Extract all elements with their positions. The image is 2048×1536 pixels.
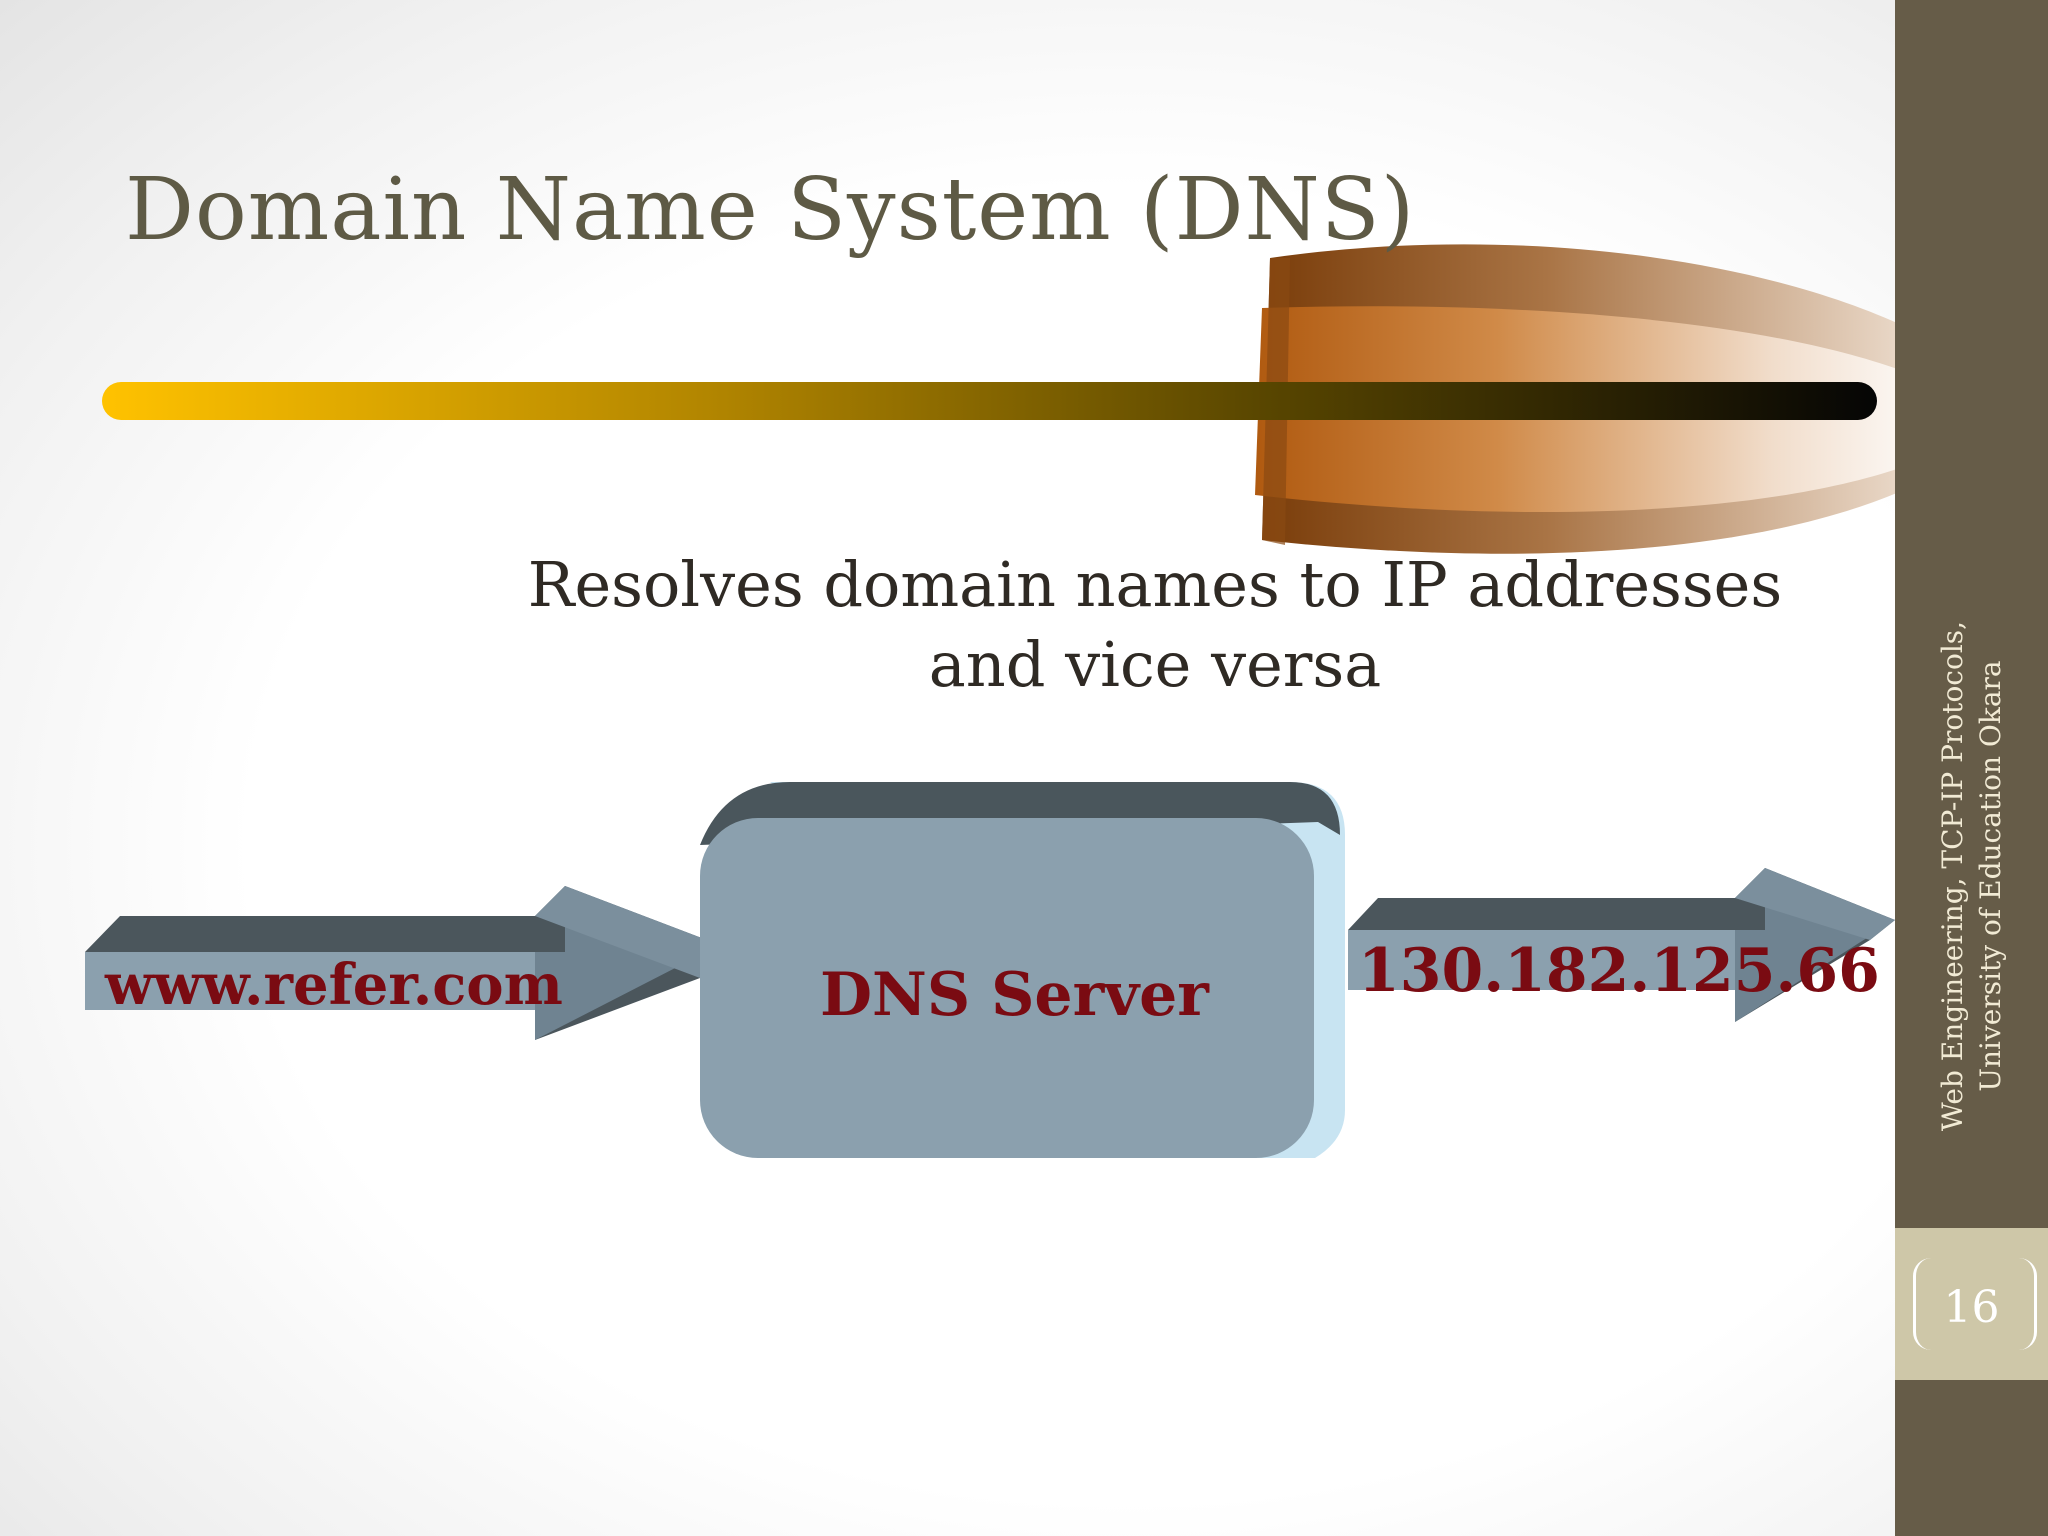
sidebar-course-note: Web Engineering, TCP-IP Protocols, Unive… — [1936, 620, 2007, 1132]
output-arrow — [1348, 868, 1895, 1022]
slide-title: Domain Name System (DNS) — [125, 160, 1416, 260]
page-number: 16 — [1943, 1282, 2000, 1333]
subtitle-line-1: Resolves domain names to IP addresses — [527, 548, 1783, 621]
dns-server-label: DNS Server — [820, 960, 1209, 1030]
input-domain-label: www.refer.com — [105, 952, 563, 1018]
page-number-bracket — [1913, 1258, 2037, 1350]
right-sidebar: 16 — [1895, 0, 2048, 1536]
title-underline-bar — [102, 382, 1877, 420]
subtitle-line-2: and vice versa — [928, 628, 1382, 701]
output-ip-label: 130.182.125.66 — [1358, 936, 1880, 1006]
page-number-panel: 16 — [1895, 1228, 2048, 1380]
dns-server-box — [700, 782, 1345, 1158]
input-arrow — [85, 886, 720, 1040]
subtitle: Resolves domain names to IP addresses an… — [520, 545, 1790, 705]
